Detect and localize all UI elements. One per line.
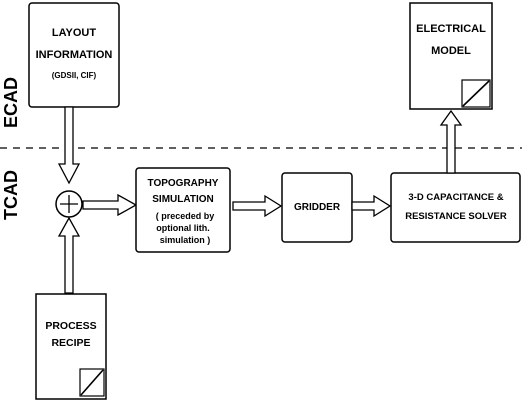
layout-information-line1: LAYOUT — [52, 27, 96, 39]
folded-corner-icon — [79, 368, 105, 397]
layout-information-box — [28, 2, 120, 108]
arrow-topography-to-gridder — [232, 194, 283, 218]
process-recipe-line2: RECIPE — [51, 337, 90, 349]
arrow-junction-to-topography — [82, 193, 138, 217]
summing-junction — [55, 190, 83, 218]
topography-simulation-box — [135, 167, 231, 253]
process-recipe-line1: PROCESS — [45, 320, 96, 332]
gridder-label: GRIDDER — [294, 202, 341, 213]
layout-information-formats: (GDSII, CIF) — [52, 71, 97, 80]
topography-line5: simulation ) — [160, 235, 211, 245]
arrow-layout-to-junction — [57, 106, 81, 185]
solver-line1: 3-D CAPACITANCE & — [408, 192, 503, 203]
tcad-label: TCAD — [1, 170, 21, 220]
ecad-label: ECAD — [1, 77, 21, 128]
solver-box — [390, 172, 521, 243]
solver-line2: RESISTANCE SOLVER — [405, 211, 507, 222]
arrow-solver-to-model — [439, 109, 463, 174]
topography-line1: TOPOGRAPHY — [148, 178, 219, 189]
electrical-model-line1: ELECTRICAL — [416, 23, 486, 35]
topography-line3: ( preceded by — [156, 211, 215, 221]
folded-corner-icon — [461, 79, 491, 108]
arrow-gridder-to-solver — [351, 194, 392, 218]
layout-information-line2: INFORMATION — [36, 49, 113, 61]
topography-line2: SIMULATION — [152, 194, 213, 205]
arrow-recipe-to-junction — [57, 216, 81, 294]
electrical-model-line2: MODEL — [431, 45, 471, 57]
topography-line4: optional lith. — [156, 223, 210, 233]
